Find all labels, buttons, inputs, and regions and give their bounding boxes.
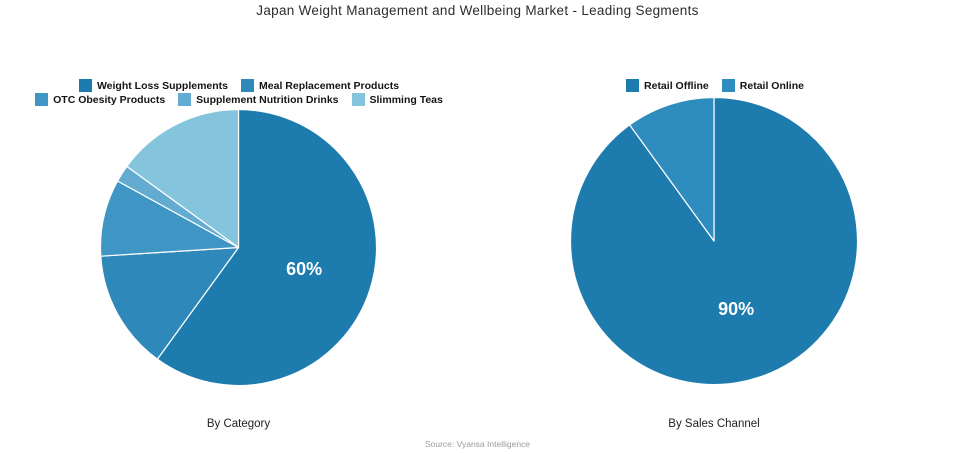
chart-caption-by-sales-channel: By Sales Channel: [668, 418, 760, 430]
category-legend: Weight Loss Supplements Meal Replacement…: [0, 79, 478, 106]
legend-row: Retail Offline Retail Online: [626, 79, 804, 92]
pie-chart-by-sales-channel: 90%: [569, 96, 859, 386]
legend-label: Slimming Teas: [369, 93, 443, 106]
legend-swatch-icon: [351, 93, 365, 106]
legend-label: Weight Loss Supplements: [96, 79, 229, 92]
pie-slice-1: [100, 246, 240, 360]
legend-swatch-icon: [626, 79, 640, 92]
pie-chart-by-category: 60%: [99, 108, 378, 387]
chart-caption-by-category: By Category: [206, 418, 271, 430]
legend-swatch-icon: [178, 93, 192, 106]
legend-swatch-icon: [241, 79, 255, 92]
legend-item: Retail Online: [721, 79, 804, 92]
source-text: Source: Vyansa Intelligence: [424, 439, 531, 449]
legend-swatch-icon: [721, 79, 735, 92]
legend-label: Retail Offline: [644, 79, 709, 92]
legend-swatch-icon: [78, 79, 92, 92]
legend-item: Slimming Teas: [351, 93, 443, 106]
pie-percentage-label: 90%: [718, 299, 754, 319]
legend-item: Supplement Nutrition Drinks: [178, 93, 339, 106]
legend-label: Supplement Nutrition Drinks: [196, 93, 339, 106]
legend-swatch-icon: [35, 93, 49, 106]
sales-channel-legend: Retail Offline Retail Online: [524, 79, 906, 92]
legend-row: OTC Obesity Products Supplement Nutritio…: [35, 93, 443, 106]
legend-item: Weight Loss Supplements: [78, 79, 229, 92]
pie-slice-0: [156, 108, 378, 387]
legend-item: Meal Replacement Products: [241, 79, 399, 92]
legend-item: OTC Obesity Products: [35, 93, 165, 106]
pie-slice-4: [126, 108, 240, 249]
legend-label: Meal Replacement Products: [259, 79, 400, 92]
pie-percentage-label: 60%: [286, 259, 322, 279]
page-title: Japan Weight Management and Wellbeing Ma…: [256, 3, 699, 18]
legend-label: Retail Online: [739, 79, 804, 92]
legend-label: OTC Obesity Products: [53, 93, 166, 106]
pie-slice-1: [629, 96, 715, 242]
legend-row: Weight Loss Supplements Meal Replacement…: [78, 79, 399, 92]
legend-item: Retail Offline: [626, 79, 709, 92]
